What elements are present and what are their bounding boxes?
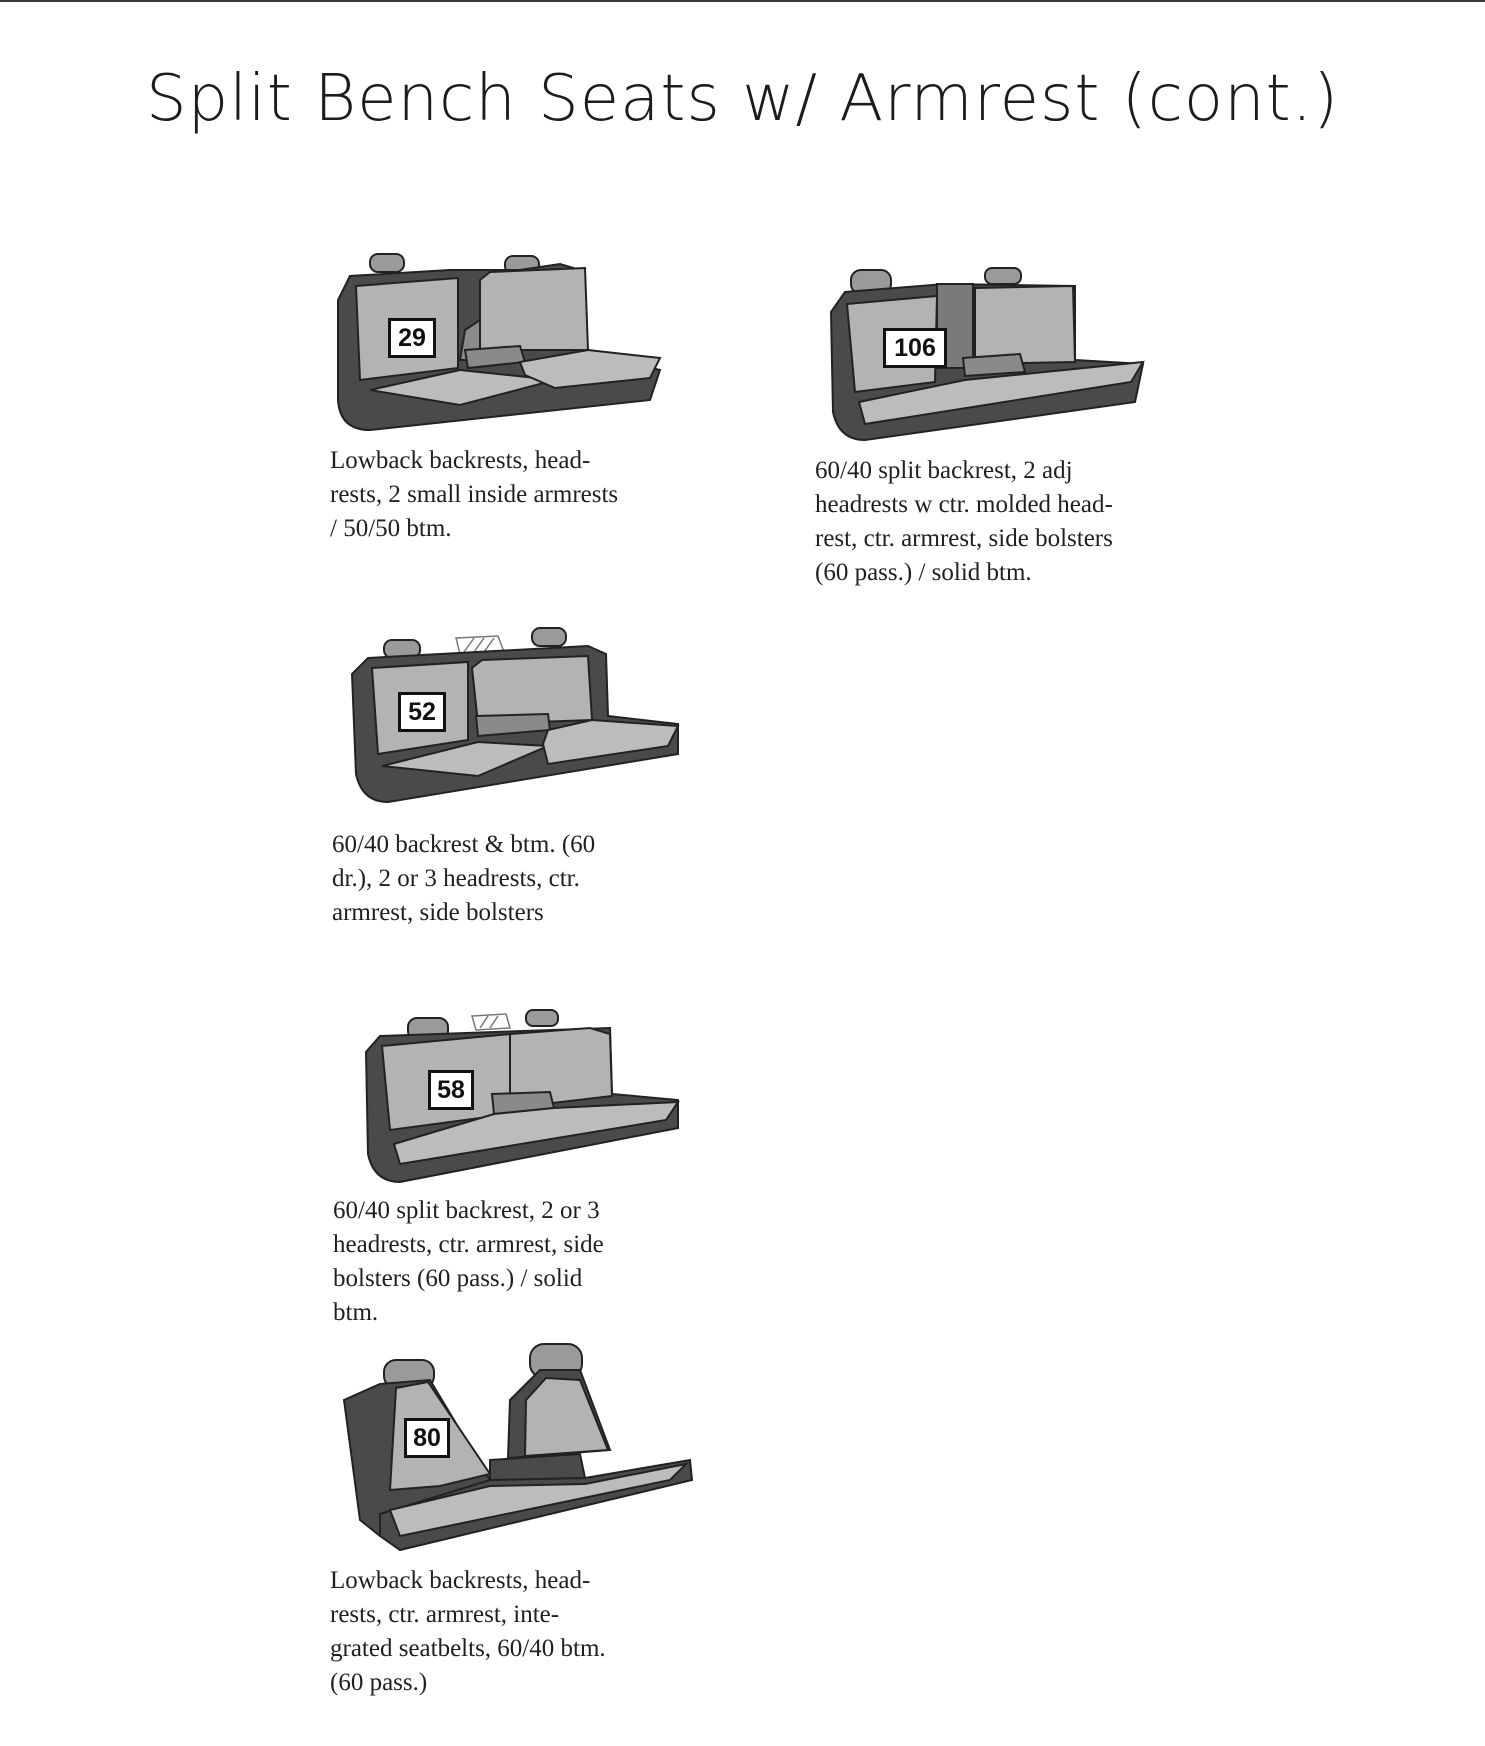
seat-80-illustration <box>342 1343 694 1552</box>
desc-line: headrests, ctr. armrest, side <box>333 1231 604 1258</box>
desc-line: dr.), 2 or 3 headrests, ctr. <box>332 865 580 892</box>
seat-80-description: Lowback backrests, head- rests, ctr. arm… <box>330 1564 606 1700</box>
seat-58-description: 60/40 split backrest, 2 or 3 headrests, … <box>333 1194 604 1330</box>
seat-29-illustration <box>337 253 662 432</box>
desc-line: rests, ctr. armrest, inte- <box>330 1601 560 1628</box>
seat-106-description: 60/40 split backrest, 2 adj headrests w … <box>815 454 1113 590</box>
desc-line: 60/40 split backrest, 2 or 3 <box>333 1197 600 1224</box>
desc-line: / 50/50 btm. <box>330 515 452 542</box>
seat-106: 106 <box>825 262 1155 452</box>
desc-line: headrests w ctr. molded head- <box>815 491 1113 518</box>
desc-line: armrest, side bolsters <box>332 899 544 926</box>
seat-52: 52 <box>348 624 688 814</box>
page-title: Split Bench Seats w/ Armrest (cont.) <box>145 62 1340 136</box>
seat-code-106: 106 <box>883 328 947 368</box>
seat-code-29: 29 <box>388 318 436 358</box>
desc-line: rests, 2 small inside armrests <box>330 481 619 508</box>
top-rule <box>0 0 1485 2</box>
seat-29: 29 <box>330 250 670 440</box>
desc-line: btm. <box>333 1299 379 1326</box>
seat-58-illustration <box>364 1009 680 1184</box>
seat-29-description: Lowback backrests, head- rests, 2 small … <box>330 444 618 546</box>
desc-line: rest, ctr. armrest, side bolsters <box>815 525 1113 552</box>
desc-line: Lowback backrests, head- <box>330 1567 591 1594</box>
seat-52-description: 60/40 backrest & btm. (60 dr.), 2 or 3 h… <box>332 828 595 930</box>
seat-58: 58 <box>360 1004 690 1194</box>
seat-code-80: 80 <box>404 1418 450 1458</box>
desc-line: grated seatbelts, 60/40 btm. <box>330 1635 606 1662</box>
desc-line: 60/40 backrest & btm. (60 <box>332 831 596 858</box>
desc-line: 60/40 split backrest, 2 adj <box>815 457 1073 484</box>
desc-line: bolsters (60 pass.) / solid <box>333 1265 583 1292</box>
desc-line: (60 pass.) <box>330 1669 428 1696</box>
seat-106-illustration <box>829 267 1145 442</box>
seat-code-58: 58 <box>428 1070 474 1110</box>
desc-line: (60 pass.) / solid btm. <box>815 559 1032 586</box>
seat-code-52: 52 <box>398 692 446 732</box>
desc-line: Lowback backrests, head- <box>330 447 591 474</box>
seat-80: 80 <box>340 1340 700 1560</box>
